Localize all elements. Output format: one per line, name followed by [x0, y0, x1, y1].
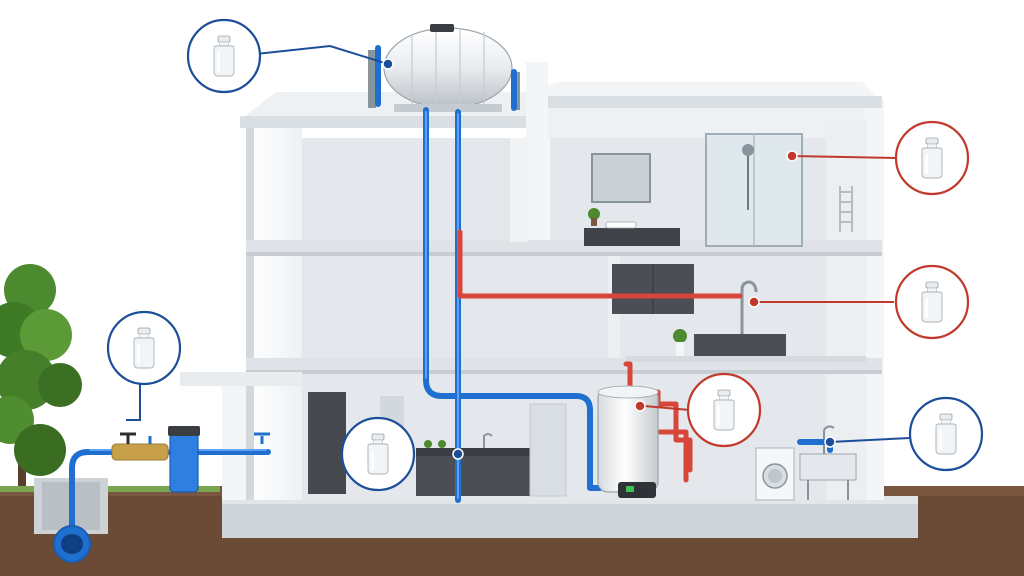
building — [180, 62, 884, 500]
rooftop-water-tank — [368, 24, 520, 112]
middle-kitchen — [612, 264, 866, 362]
upper-bathroom — [584, 133, 853, 247]
sample-callout-laundry-sink[interactable] — [908, 396, 984, 472]
service-entry-assembly — [53, 426, 270, 563]
sample-callout-rooftop-tank[interactable] — [186, 18, 262, 94]
foundation — [222, 496, 918, 538]
sample-callout-water-heater[interactable] — [686, 372, 762, 448]
sample-callout-main-riser[interactable] — [340, 416, 416, 492]
sample-callout-service-entry[interactable] — [106, 310, 182, 386]
water-heater — [597, 385, 659, 498]
sample-callout-kitchen-faucet[interactable] — [894, 264, 970, 340]
sample-callout-shower[interactable] — [894, 120, 970, 196]
tree — [0, 264, 82, 486]
callout-leaders — [126, 44, 911, 443]
callout-anchors — [382, 58, 836, 460]
